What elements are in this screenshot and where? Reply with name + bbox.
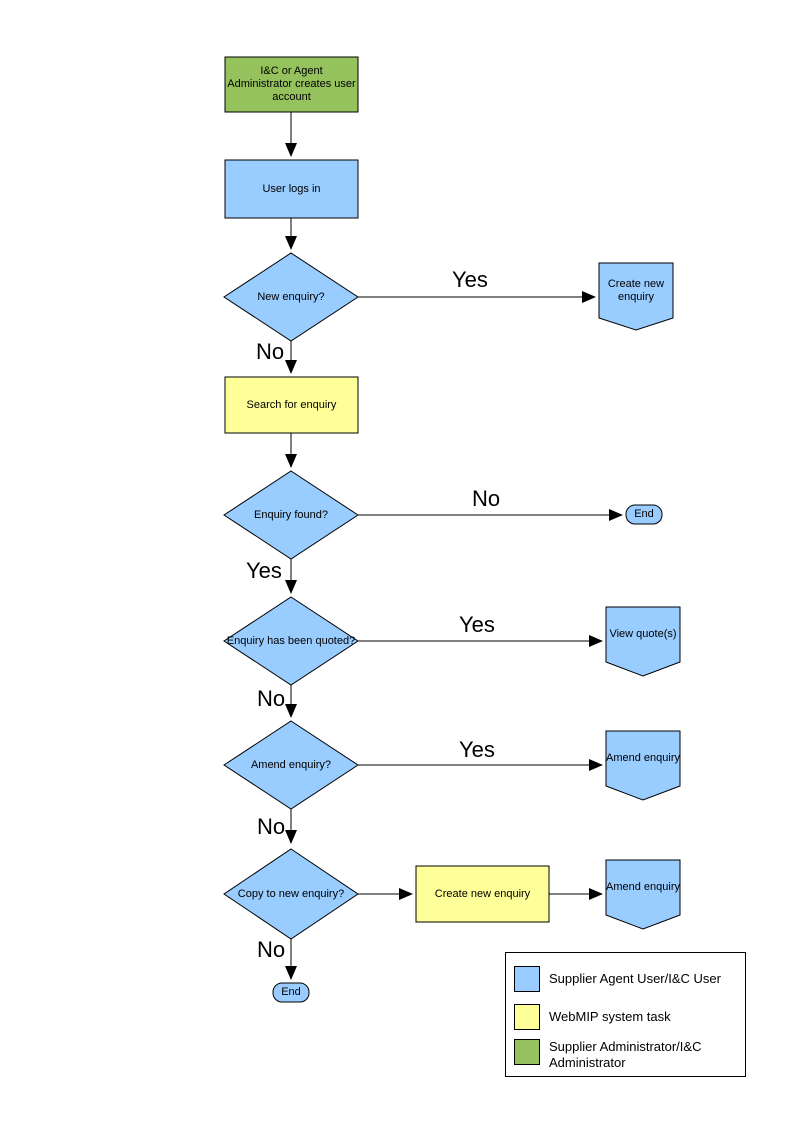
node-amend-enquiry-q-label: Amend enquiry? xyxy=(250,758,332,771)
node-enquiry-quoted-diamond xyxy=(223,596,359,686)
node-copy-to-new-diamond xyxy=(223,848,359,940)
legend-label-user: Supplier Agent User/I&C User xyxy=(549,971,721,986)
edge-label-no-enquiry-quoted: No xyxy=(257,686,286,711)
node-amend-enquiry-2-label: Amend enquiry xyxy=(606,881,680,893)
legend-item-user: Supplier Agent User/I&C User xyxy=(514,966,734,992)
edge-label-no-enquiry-found: No xyxy=(472,486,501,511)
node-enquiry-found-diamond xyxy=(223,470,359,560)
node-enquiry-quoted-label: Enquiry has been quoted? xyxy=(226,634,356,647)
node-end-bottom-label: End xyxy=(281,986,301,998)
legend-swatch-green xyxy=(514,1039,540,1065)
node-create-new-enquiry-top-shape xyxy=(598,262,674,331)
node-copy-to-new-label: Copy to new enquiry? xyxy=(237,887,345,900)
legend-box: Supplier Agent User/I&C User WebMIP syst… xyxy=(505,952,746,1077)
legend-item-system: WebMIP system task xyxy=(514,1004,734,1030)
edge-label-yes-enquiry-quoted: Yes xyxy=(459,612,495,637)
edge-label-no-copy-to-new: No xyxy=(257,937,286,962)
node-amend-enquiry-1-label: Amend enquiry xyxy=(606,752,680,764)
node-create-new-enquiry-mid-label: Create new enquiry xyxy=(434,887,531,900)
node-new-enquiry-label: New enquiry? xyxy=(257,290,325,303)
edge-label-yes-new-enquiry: Yes xyxy=(452,267,488,292)
node-create-new-enquiry-top-label: Create new enquiry xyxy=(607,277,665,303)
node-search-for-enquiry-label: Search for enquiry xyxy=(246,398,337,411)
connector-arrows xyxy=(285,112,623,980)
legend-item-admin: Supplier Administrator/I&C Administrator xyxy=(514,1039,734,1071)
legend-swatch-blue xyxy=(514,966,540,992)
node-admin-creates-account-shape xyxy=(224,56,359,113)
node-end-right-label: End xyxy=(634,508,654,520)
node-user-logs-in-label: User logs in xyxy=(262,182,321,195)
legend-label-system: WebMIP system task xyxy=(549,1009,671,1024)
legend-label-admin: Supplier Administrator/I&C Administrator xyxy=(549,1039,702,1070)
edge-label-yes-enquiry-found: Yes xyxy=(246,558,282,583)
node-amend-enquiry-q-diamond xyxy=(223,720,359,810)
node-end-bottom-shape xyxy=(272,982,310,1003)
node-user-logs-in-shape xyxy=(224,159,359,219)
edge-label-no-amend-enquiry: No xyxy=(257,814,286,839)
node-search-for-enquiry-shape xyxy=(224,376,359,434)
node-enquiry-found-label: Enquiry found? xyxy=(254,508,328,521)
edge-label-yes-amend-enquiry: Yes xyxy=(459,737,495,762)
node-create-new-enquiry-mid-shape xyxy=(415,865,550,923)
node-amend-enquiry-2-shape xyxy=(605,859,681,930)
node-amend-enquiry-1-shape xyxy=(605,730,681,801)
node-view-quotes-label: View quote(s) xyxy=(609,628,677,640)
node-end-right-shape xyxy=(625,504,663,525)
legend-swatch-yellow xyxy=(514,1004,540,1030)
node-new-enquiry-diamond xyxy=(223,252,359,342)
edge-label-no-new-enquiry: No xyxy=(256,339,285,364)
node-view-quotes-shape xyxy=(605,606,681,677)
node-admin-creates-account-label: I&C or Agent Administrator creates user … xyxy=(227,65,356,103)
